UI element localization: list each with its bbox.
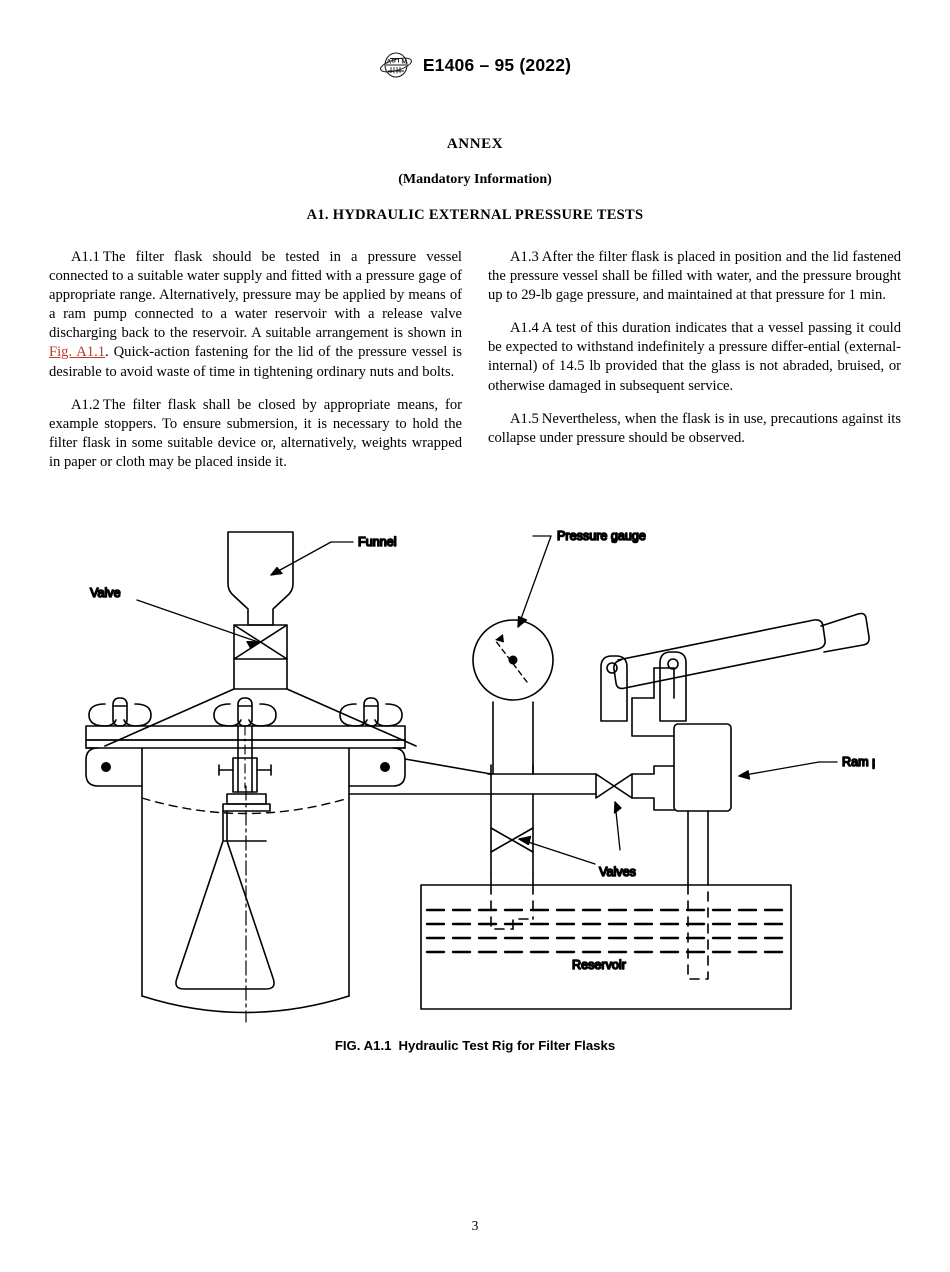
paragraph-text-before-xref: The filter flask should be tested in a p…: [49, 249, 462, 342]
bolt-hole-right: [380, 762, 390, 772]
gauge-pivot-dot: [508, 655, 518, 665]
submerged-pipe-right: [687, 884, 709, 980]
reservoir-tank: [420, 884, 792, 1010]
vessel-hidden-dome-line: [141, 797, 350, 815]
annex-title: ANNEX: [446, 136, 504, 152]
figure-cross-reference-link[interactable]: Fig. A1.1: [49, 344, 106, 361]
vessel-conical-lid: [104, 688, 417, 747]
svg-text:A: A: [386, 59, 391, 66]
ram-pump-linkage: [600, 651, 687, 722]
paragraph-label: A1.3: [510, 249, 539, 265]
paragraph-text-after-xref: . Quick-action fastening for the lid of …: [49, 344, 462, 380]
document-designation: E1406 – 95 (2022): [422, 54, 572, 75]
figure-a1-1: Funnel Valve: [0, 512, 950, 1053]
ram-pump-body: [631, 667, 732, 812]
paragraph-label: A1.5: [510, 410, 539, 427]
valve-leader-line: [136, 599, 259, 649]
reservoir-label: Reservoir: [572, 958, 626, 972]
svg-text:M: M: [401, 59, 406, 66]
pump-down-pipes: [490, 810, 709, 886]
annex-subtitle: (Mandatory Information): [398, 172, 552, 187]
wing-nut-right: [339, 697, 403, 727]
pressure-gauge-shape: [472, 619, 554, 775]
svg-text:T: T: [396, 58, 400, 65]
paragraph-label: A1.1: [71, 249, 100, 265]
paragraph-text: After the filter flask is placed in posi…: [488, 249, 901, 304]
filter-flask-shape: [175, 793, 275, 990]
figure-caption: FIG. A1.1 Hydraulic Test Rig for Filter F…: [0, 1038, 950, 1053]
lower-valve-shape: [490, 827, 534, 875]
funnel-leader-line: [270, 541, 354, 576]
paragraph-text: The filter flask shall be closed by appr…: [49, 396, 462, 470]
tee-manifold: [487, 764, 597, 829]
ram-pump-label: Ram pump: [842, 755, 875, 769]
pressure-gauge-leader-line: [517, 535, 552, 628]
astm-logo-icon: A S T M: [379, 52, 412, 78]
funnel-label: Funnel: [358, 535, 397, 549]
pressure-gauge-label: Pressure gauge: [557, 529, 646, 543]
gauge-needle: [494, 634, 528, 683]
paragraph-text: Nevertheless, when the flask is in use, …: [488, 410, 901, 446]
figure-caption-text: Hydraulic Test Rig for Filter Flasks: [398, 1038, 616, 1053]
bolt-hole-left: [101, 762, 111, 772]
valve-label: Valve: [90, 586, 121, 600]
horizontal-valve-shape: [595, 765, 675, 811]
reservoir-water-level-lines: [425, 908, 787, 954]
paragraph-label: A1.2: [71, 396, 100, 413]
ram-pump-handle: [613, 612, 870, 690]
ram-pump-leader-line: [738, 761, 838, 780]
funnel-shape: [227, 531, 294, 626]
figure-caption-number: FIG. A1.1: [334, 1038, 392, 1053]
valves-label: Valves: [599, 865, 636, 879]
center-clamp-bolt: [218, 725, 272, 793]
section-title: A1. HYDRAULIC EXTERNAL PRESSURE TESTS: [306, 207, 644, 223]
top-valve-shape: [233, 624, 288, 690]
paragraph-label: A1.4: [510, 320, 539, 337]
submerged-pipe-left: [490, 884, 534, 930]
wing-nut-center: [213, 697, 277, 727]
svg-text:S: S: [391, 58, 396, 65]
paragraph-text: A test of this duration indicates that a…: [488, 320, 901, 394]
wing-nut-left: [88, 697, 152, 727]
valves-leader-lines: [518, 801, 622, 865]
pressure-vessel-body: [141, 785, 350, 1014]
hydraulic-test-rig-diagram: Funnel Valve: [85, 528, 875, 1023]
running-head: A S T M E1406 – 95 (2022): [0, 50, 950, 80]
page-number: 3: [471, 1218, 479, 1233]
vessel-outlet-pipe: [348, 758, 492, 795]
